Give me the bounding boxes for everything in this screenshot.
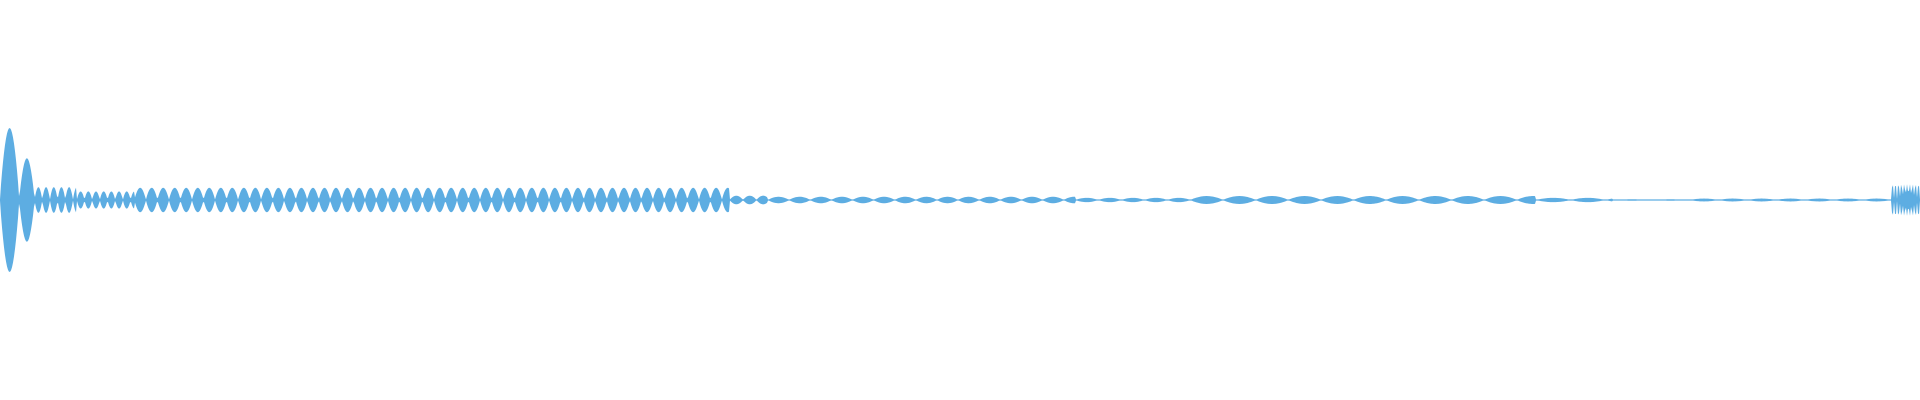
waveform-shape xyxy=(0,128,1920,272)
